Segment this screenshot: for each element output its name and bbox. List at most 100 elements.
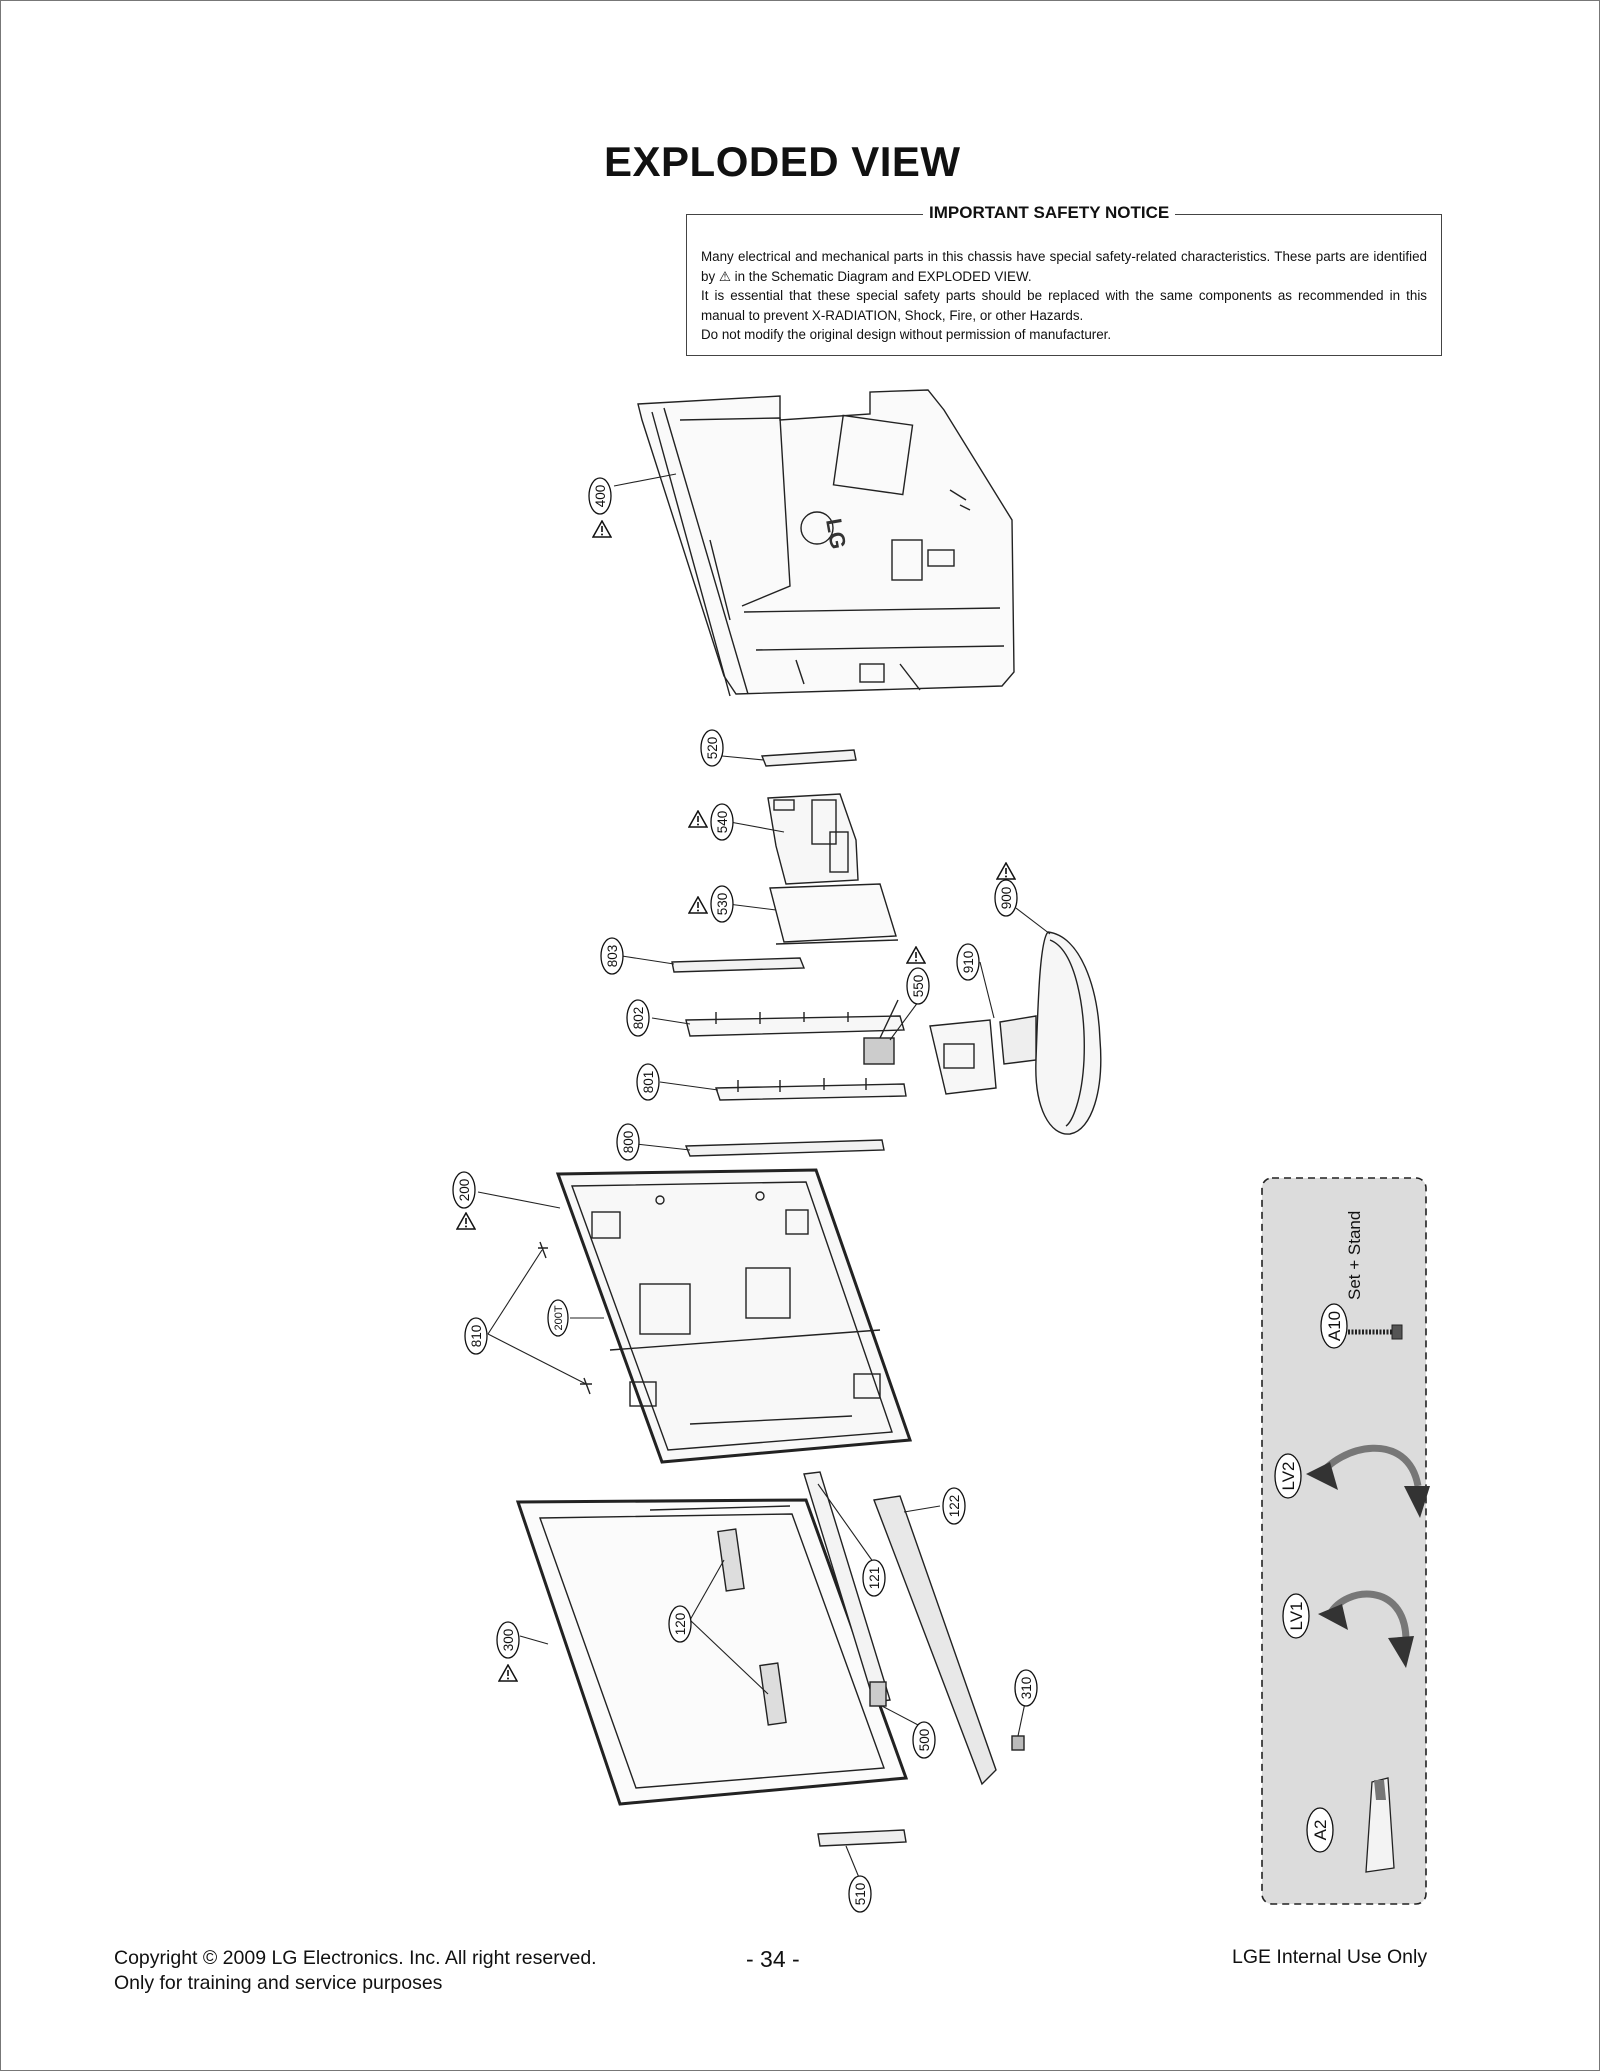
warning-triangle-icon-530 bbox=[688, 896, 708, 914]
label-540: 540 bbox=[710, 803, 734, 841]
svg-text:910: 910 bbox=[961, 951, 976, 974]
label-550: 550 bbox=[906, 967, 930, 1005]
part-122-shape bbox=[873, 1495, 997, 1786]
copyright-text: Copyright © 2009 LG Electronics. Inc. Al… bbox=[114, 1947, 597, 1969]
part-200-panel bbox=[555, 1168, 913, 1464]
label-200t: 200T bbox=[547, 1299, 569, 1337]
leader-lines bbox=[477, 473, 1051, 1881]
part-500-shape bbox=[869, 1681, 887, 1707]
label-400: 400 bbox=[588, 477, 612, 515]
cable-lv2-shape bbox=[1306, 1444, 1430, 1518]
back-cover-logo: LG bbox=[821, 517, 851, 551]
label-510: 510 bbox=[848, 1875, 872, 1913]
part-540-board bbox=[767, 793, 859, 885]
back-cover bbox=[637, 389, 1015, 697]
set-stand-label: Set + Stand bbox=[1345, 1211, 1364, 1300]
warning-triangle-icon-910 bbox=[906, 946, 926, 964]
warning-triangle-icon-400 bbox=[592, 520, 612, 538]
footer-left: Copyright © 2009 LG Electronics. Inc. Al… bbox=[114, 1946, 597, 1996]
part-801-shape bbox=[715, 1078, 907, 1101]
svg-text:550: 550 bbox=[911, 975, 926, 998]
accessories-box: A10 Set + Stand LV2 LV1 bbox=[1261, 1177, 1430, 1905]
part-121-shape bbox=[803, 1471, 891, 1703]
part-802-shape bbox=[685, 1012, 905, 1037]
notice-paragraph-1: Many electrical and mechanical parts in … bbox=[701, 247, 1427, 286]
label-530: 530 bbox=[710, 885, 734, 923]
label-120: 120 bbox=[668, 1605, 692, 1643]
label-121: 121 bbox=[862, 1559, 886, 1597]
part-900-stand bbox=[1035, 931, 1102, 1135]
svg-text:120: 120 bbox=[673, 1613, 688, 1636]
label-802: 802 bbox=[626, 999, 650, 1037]
warning-triangle-icon-300 bbox=[498, 1664, 518, 1682]
svg-text:500: 500 bbox=[917, 1729, 932, 1752]
label-500: 500 bbox=[912, 1721, 936, 1759]
svg-text:530: 530 bbox=[715, 893, 730, 916]
part-120-speaker-bottom bbox=[759, 1662, 787, 1726]
warning-triangle-icon-540 bbox=[688, 810, 708, 828]
svg-text:122: 122 bbox=[947, 1495, 962, 1518]
label-900: 900 bbox=[994, 879, 1018, 917]
svg-text:310: 310 bbox=[1019, 1677, 1034, 1700]
svg-text:802: 802 bbox=[631, 1007, 646, 1030]
svg-text:300: 300 bbox=[501, 1629, 516, 1652]
label-lv2: LV2 bbox=[1274, 1453, 1302, 1499]
svg-text:A10: A10 bbox=[1325, 1311, 1344, 1341]
label-a2: A2 bbox=[1306, 1807, 1334, 1853]
cable-lv1-shape bbox=[1318, 1590, 1414, 1668]
label-910: 910 bbox=[956, 943, 980, 981]
notice-line-1a: Many electrical and mechanical parts in … bbox=[701, 249, 1427, 284]
part-310-shape bbox=[1011, 1735, 1025, 1751]
svg-text:510: 510 bbox=[853, 1883, 868, 1906]
svg-text:LV1: LV1 bbox=[1287, 1602, 1306, 1631]
page-number: - 34 - bbox=[746, 1946, 800, 1972]
label-lv1: LV1 bbox=[1282, 1593, 1310, 1639]
warning-triangle-icon-200 bbox=[456, 1212, 476, 1230]
label-a10: A10 bbox=[1320, 1303, 1348, 1349]
svg-text:400: 400 bbox=[593, 485, 608, 508]
svg-text:520: 520 bbox=[705, 737, 720, 760]
lg-logo-text: LG bbox=[821, 517, 851, 551]
part-810-screw-bottom bbox=[580, 1377, 592, 1395]
page-title: EXPLODED VIEW bbox=[604, 138, 961, 185]
label-810: 810 bbox=[464, 1317, 488, 1355]
safety-notice-box: IMPORTANT SAFETY NOTICE Many electrical … bbox=[686, 203, 1442, 356]
part-120-speaker-top bbox=[717, 1528, 745, 1592]
svg-text:801: 801 bbox=[641, 1071, 656, 1094]
label-520: 520 bbox=[700, 729, 724, 767]
part-800-shape bbox=[684, 1139, 885, 1157]
svg-text:LV2: LV2 bbox=[1279, 1462, 1298, 1491]
svg-text:803: 803 bbox=[605, 945, 620, 968]
safety-notice-heading: IMPORTANT SAFETY NOTICE bbox=[923, 203, 1176, 223]
svg-text:200: 200 bbox=[457, 1179, 472, 1202]
notice-paragraph-2: It is essential that these special safet… bbox=[701, 288, 1427, 323]
label-803: 803 bbox=[600, 937, 624, 975]
svg-text:900: 900 bbox=[999, 887, 1014, 910]
label-122: 122 bbox=[942, 1487, 966, 1525]
screw-a10-shape bbox=[1348, 1324, 1403, 1340]
label-200: 200 bbox=[452, 1171, 476, 1209]
part-530-edge bbox=[775, 939, 899, 945]
label-801: 801 bbox=[636, 1063, 660, 1101]
label-310: 310 bbox=[1014, 1669, 1038, 1707]
training-text: Only for training and service purposes bbox=[114, 1972, 443, 1994]
part-803-shape bbox=[671, 957, 806, 973]
svg-text:200T: 200T bbox=[553, 1305, 565, 1330]
part-810-screw-top bbox=[538, 1241, 548, 1259]
label-300: 300 bbox=[496, 1621, 520, 1659]
notice-paragraph-3: Do not modify the original design withou… bbox=[701, 327, 1112, 342]
warning-triangle-icon: ⚠ bbox=[718, 268, 731, 284]
part-300-bezel bbox=[515, 1498, 909, 1806]
warning-triangle-icon-900 bbox=[996, 862, 1016, 880]
label-800: 800 bbox=[616, 1123, 640, 1161]
svg-text:540: 540 bbox=[715, 811, 730, 834]
notice-line-1b: in the Schematic Diagram and EXPLODED VI… bbox=[734, 268, 1032, 284]
svg-text:121: 121 bbox=[867, 1567, 882, 1590]
svg-text:A2: A2 bbox=[1311, 1820, 1330, 1841]
part-910-shape bbox=[929, 1015, 1037, 1095]
safety-notice-body: Many electrical and mechanical parts in … bbox=[701, 247, 1427, 345]
part-550-shape bbox=[863, 999, 899, 1065]
stand-cover-a2-shape bbox=[1365, 1777, 1395, 1873]
internal-use-text: LGE Internal Use Only bbox=[1232, 1946, 1428, 1968]
